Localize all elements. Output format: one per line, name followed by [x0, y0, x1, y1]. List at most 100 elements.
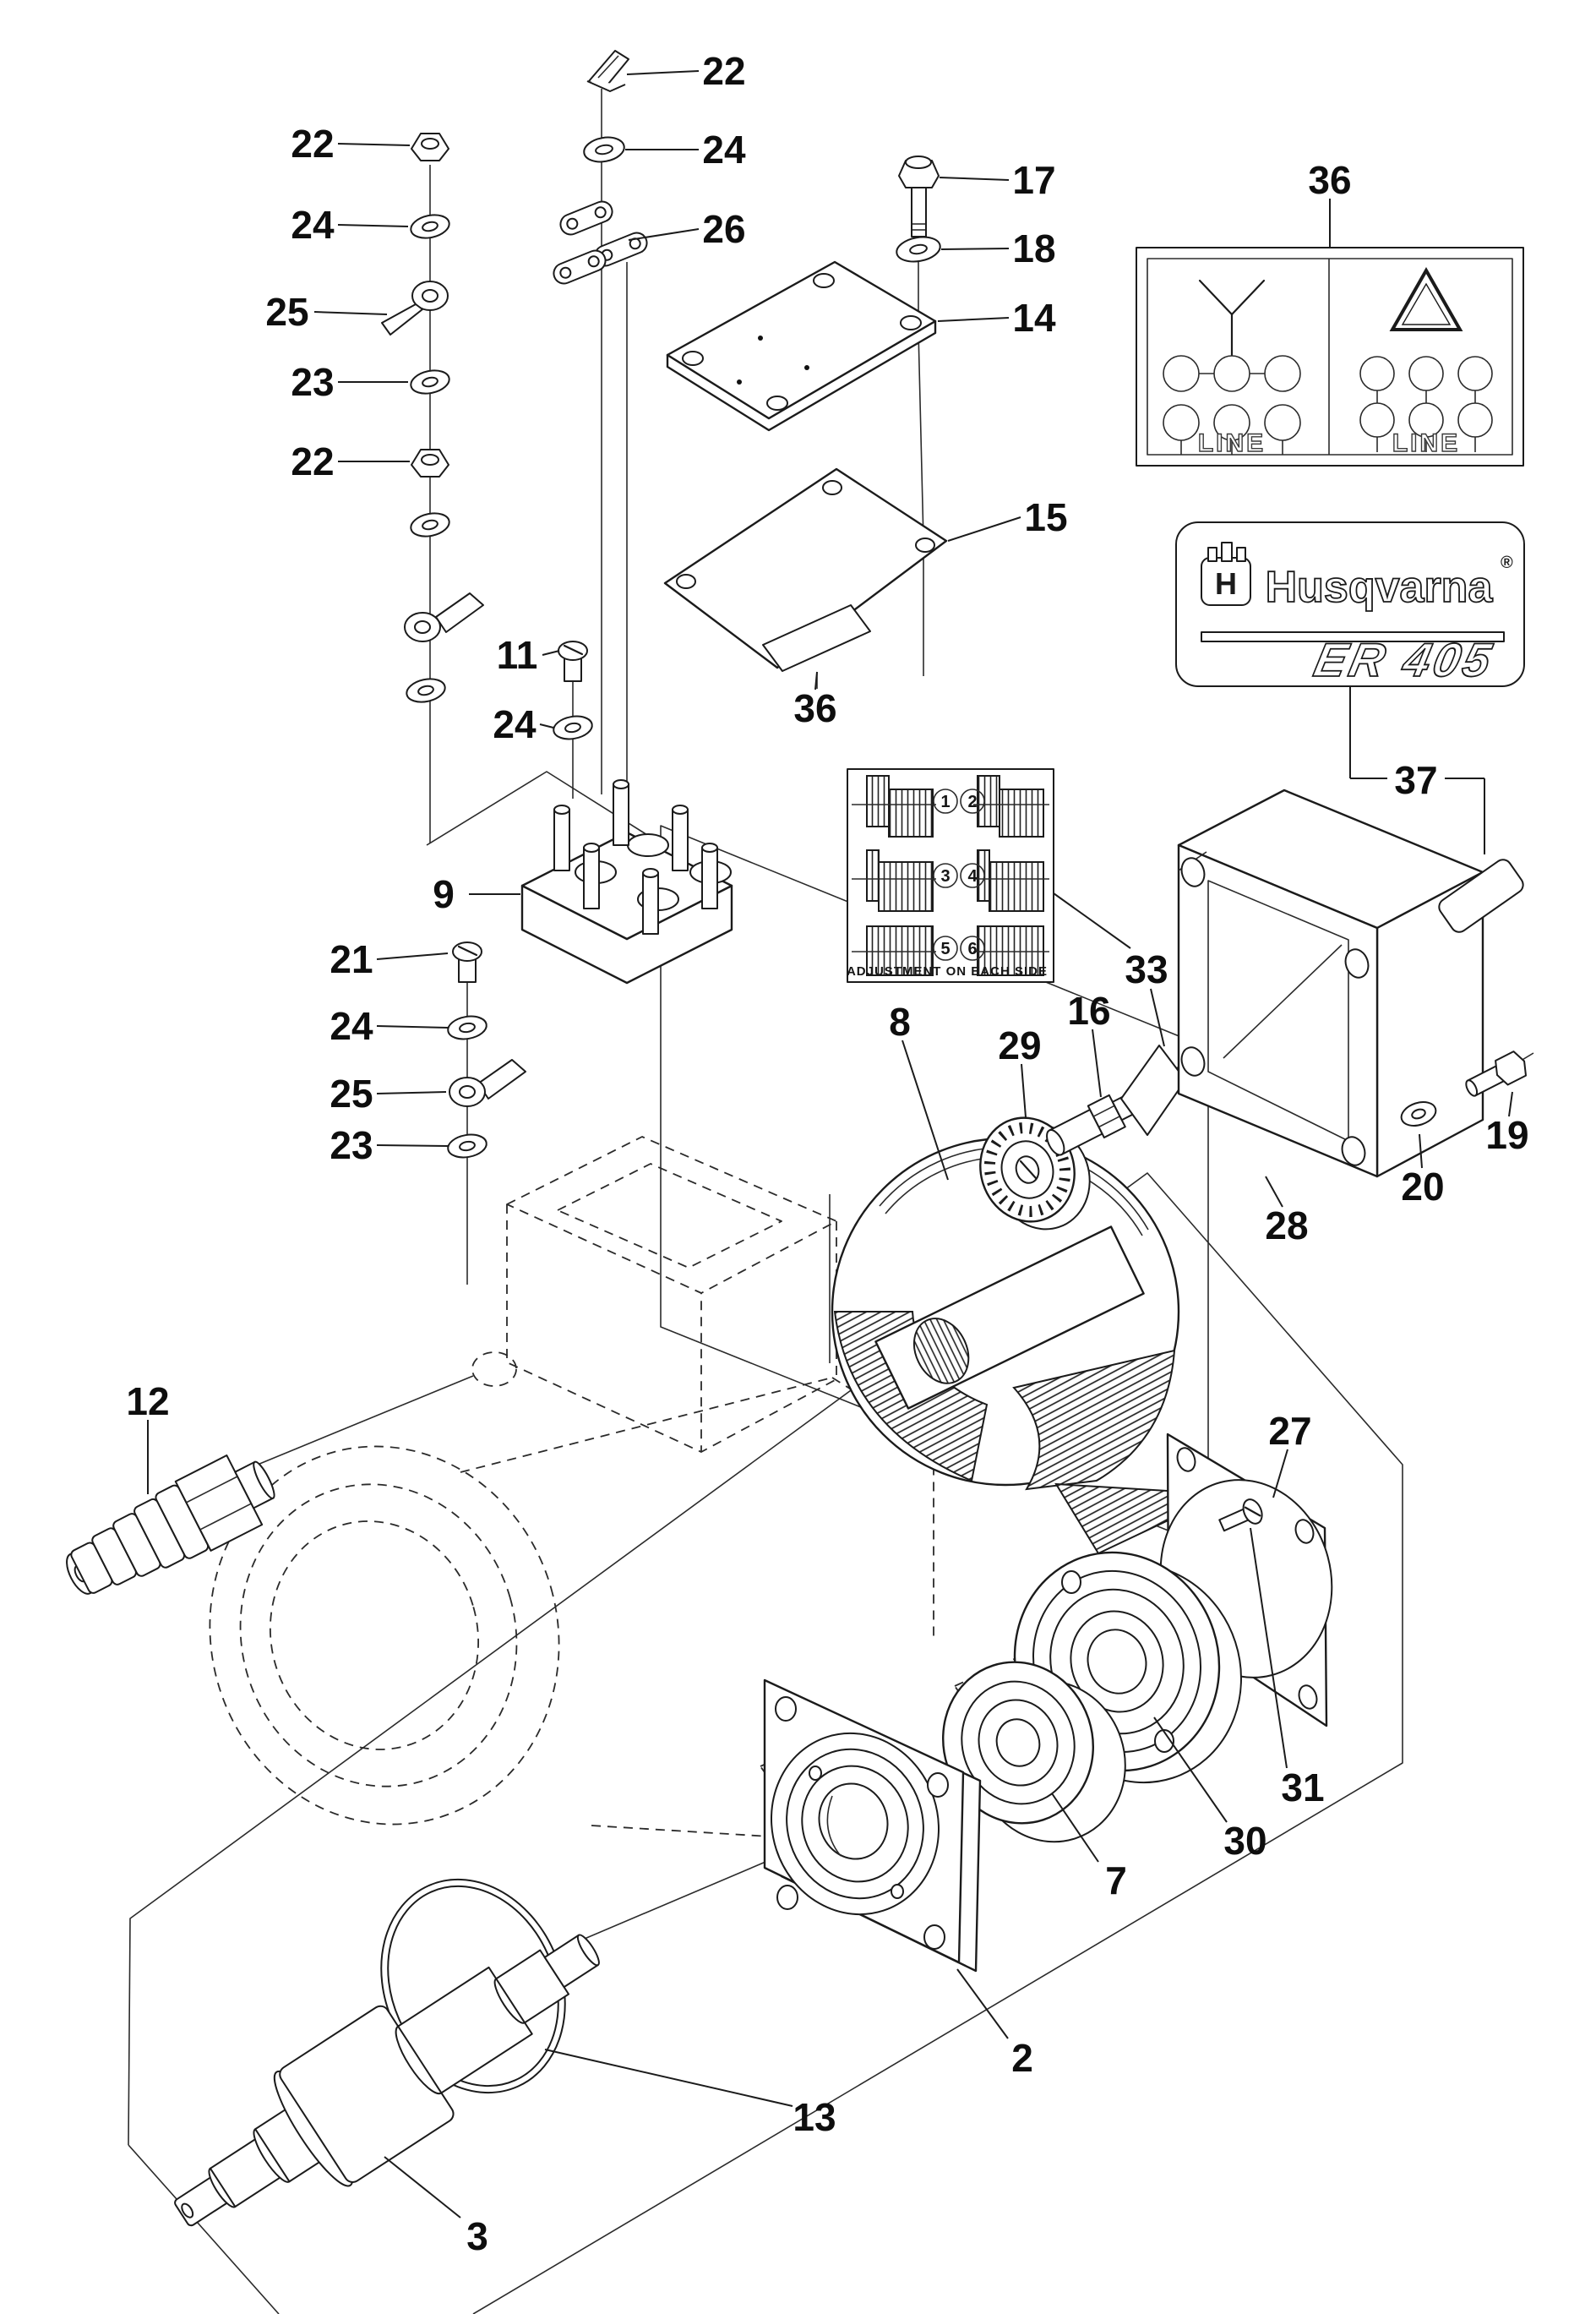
washer-20 — [1400, 1101, 1437, 1127]
callout-leader-29 — [1021, 1063, 1027, 1118]
callout-leader-11 — [542, 650, 560, 656]
bolt-19 — [1465, 1051, 1527, 1097]
callout-leader-31 — [1250, 1527, 1288, 1769]
model-number: ER 405 — [1310, 634, 1499, 686]
callout-label-24: 24 — [493, 702, 537, 746]
washer-24 — [583, 136, 625, 163]
callout-leader-25 — [376, 1091, 447, 1094]
wiring-label-box: LINE LINE — [1136, 247, 1524, 467]
callout-label-20: 20 — [1401, 1165, 1444, 1209]
star-symbol — [1198, 279, 1266, 357]
callout-label-27: 27 — [1268, 1409, 1311, 1453]
callout-label-26: 26 — [702, 207, 745, 251]
callout-label-25: 25 — [330, 1072, 373, 1116]
callout-leader-8 — [901, 1040, 949, 1181]
callout-label-2: 2 — [1011, 2036, 1033, 2080]
svg-text:3: 3 — [940, 867, 950, 886]
nut-22 — [411, 449, 449, 478]
terminal-lug-25 — [381, 281, 449, 336]
washer-24 — [553, 715, 593, 740]
adjustment-caption: ADJUSTMENT ON EACH SIDE — [847, 964, 1048, 979]
terminal-block-9 — [520, 779, 733, 985]
terminal-lug-25 — [404, 592, 484, 642]
callout-label-8: 8 — [889, 1000, 911, 1044]
callout-leader-13 — [544, 2049, 793, 2107]
screw-31 — [1218, 1498, 1263, 1532]
callout-label-17: 17 — [1012, 158, 1055, 202]
callout-label-29: 29 — [998, 1023, 1041, 1067]
callout-leader-33 — [1053, 892, 1131, 949]
line-caption-left: LINE — [1198, 429, 1266, 457]
adjustment-sticker-box: 1 2 3 4 5 6 ADJUSTMENT ON EACH SIDE — [847, 768, 1054, 983]
svg-text:6: 6 — [967, 940, 977, 958]
callout-label-37: 37 — [1394, 758, 1437, 802]
callout-leader-21 — [376, 952, 449, 960]
callout-label-23: 23 — [330, 1123, 373, 1167]
callout-leader-18 — [940, 248, 1010, 250]
rotor-shaft-3 — [174, 1934, 600, 2227]
washer-24 — [447, 1015, 488, 1040]
callout-label-7: 7 — [1105, 1858, 1127, 1902]
callout-label-25: 25 — [265, 290, 308, 334]
callout-leader-23 — [376, 1144, 449, 1147]
washer-18 — [896, 236, 941, 263]
washer-23 — [447, 1133, 488, 1159]
callout-leader-24 — [376, 1025, 449, 1029]
callout-leader-30 — [1153, 1716, 1228, 1823]
part-number-callouts: 2224252322222426171814153636112492124252… — [126, 49, 1528, 2258]
screw-11 — [558, 641, 588, 682]
clip-nut-22 — [586, 50, 629, 92]
callout-label-33: 33 — [1125, 947, 1168, 991]
callout-label-24: 24 — [702, 128, 746, 172]
callout-leader-3 — [384, 2156, 461, 2218]
cable-gland-12 — [66, 1454, 275, 1595]
sticker-plate-33 — [1120, 1045, 1186, 1136]
callout-leader-17 — [939, 177, 1010, 181]
callout-label-24: 24 — [330, 1004, 373, 1048]
callout-label-14: 14 — [1012, 296, 1056, 340]
washer-24 — [410, 512, 450, 538]
callout-leader-16 — [1092, 1029, 1102, 1098]
callout-label-24: 24 — [291, 203, 335, 247]
star-terminals — [1163, 355, 1301, 455]
callout-label-16: 16 — [1067, 989, 1110, 1033]
callout-label-36: 36 — [1308, 158, 1351, 202]
callout-label-11: 11 — [497, 633, 538, 677]
delta-terminals — [1359, 356, 1493, 452]
callout-label-19: 19 — [1485, 1113, 1528, 1157]
cover-plate-14 — [666, 260, 937, 432]
eccentric-weight-8 — [831, 1137, 1224, 1555]
svg-text:2: 2 — [967, 793, 977, 811]
nut-22 — [411, 133, 449, 161]
svg-text:5: 5 — [940, 940, 950, 958]
fastener-column-left — [381, 133, 484, 703]
link-plates-26 — [553, 200, 648, 285]
callout-leader-14 — [937, 317, 1010, 322]
washer-24 — [406, 678, 446, 703]
svg-text:1: 1 — [940, 793, 950, 811]
husqvarna-crown-logo: H — [1201, 542, 1251, 606]
delta-symbol — [1389, 266, 1463, 331]
registered-mark: ® — [1501, 554, 1513, 572]
callout-leader-19 — [1508, 1091, 1513, 1117]
callout-label-30: 30 — [1223, 1819, 1266, 1863]
callout-label-28: 28 — [1265, 1203, 1308, 1247]
callout-leader-24 — [539, 723, 554, 729]
adjustment-step-numbers: 1 2 3 4 5 6 — [933, 789, 985, 961]
callout-leader-22 — [337, 143, 411, 146]
bolt-17 — [898, 156, 940, 237]
callout-leader-22 — [626, 70, 700, 75]
junction-box-28 — [1177, 789, 1484, 1178]
callout-label-22: 22 — [291, 439, 334, 483]
callout-label-22: 22 — [702, 49, 745, 93]
screw-21 — [452, 941, 482, 983]
callout-label-12: 12 — [126, 1379, 169, 1423]
logo-letter: H — [1215, 566, 1237, 601]
callout-label-18: 18 — [1012, 226, 1055, 270]
washer-24 — [410, 214, 450, 239]
brand-plate: H Husqvarna ® ER 405 — [1175, 521, 1525, 687]
callout-leader-36 — [814, 671, 818, 690]
callout-leader-28 — [1265, 1176, 1283, 1208]
